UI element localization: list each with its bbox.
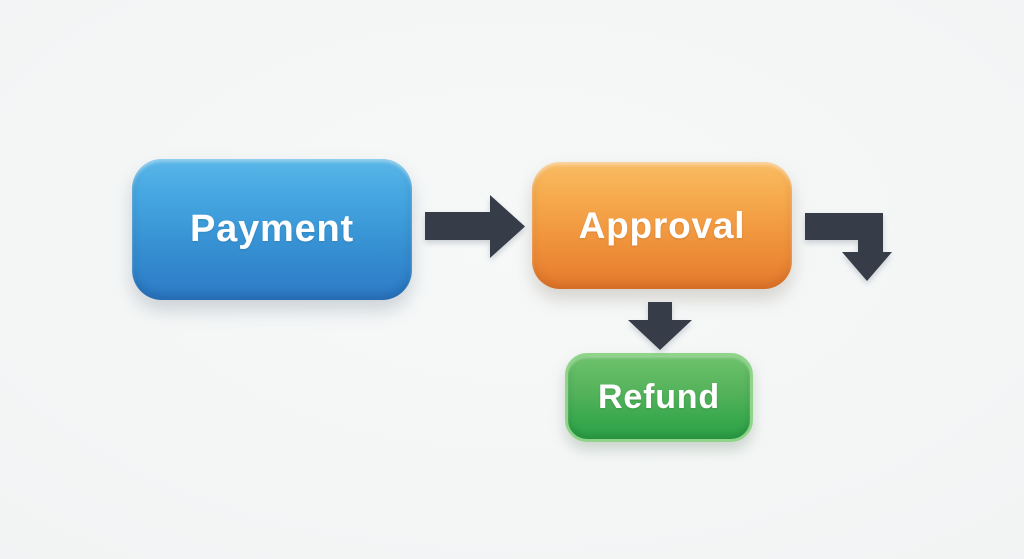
node-payment: Payment xyxy=(132,159,412,300)
arrow-down-icon xyxy=(628,302,692,350)
arrow-right-icon xyxy=(425,195,525,258)
node-refund-label: Refund xyxy=(598,378,720,416)
arrow-elbow-right-down-icon xyxy=(805,213,892,281)
node-payment-label: Payment xyxy=(189,208,354,250)
node-approval: Approval xyxy=(532,162,792,289)
node-refund: Refund xyxy=(565,353,753,442)
node-approval-label: Approval xyxy=(578,204,746,246)
